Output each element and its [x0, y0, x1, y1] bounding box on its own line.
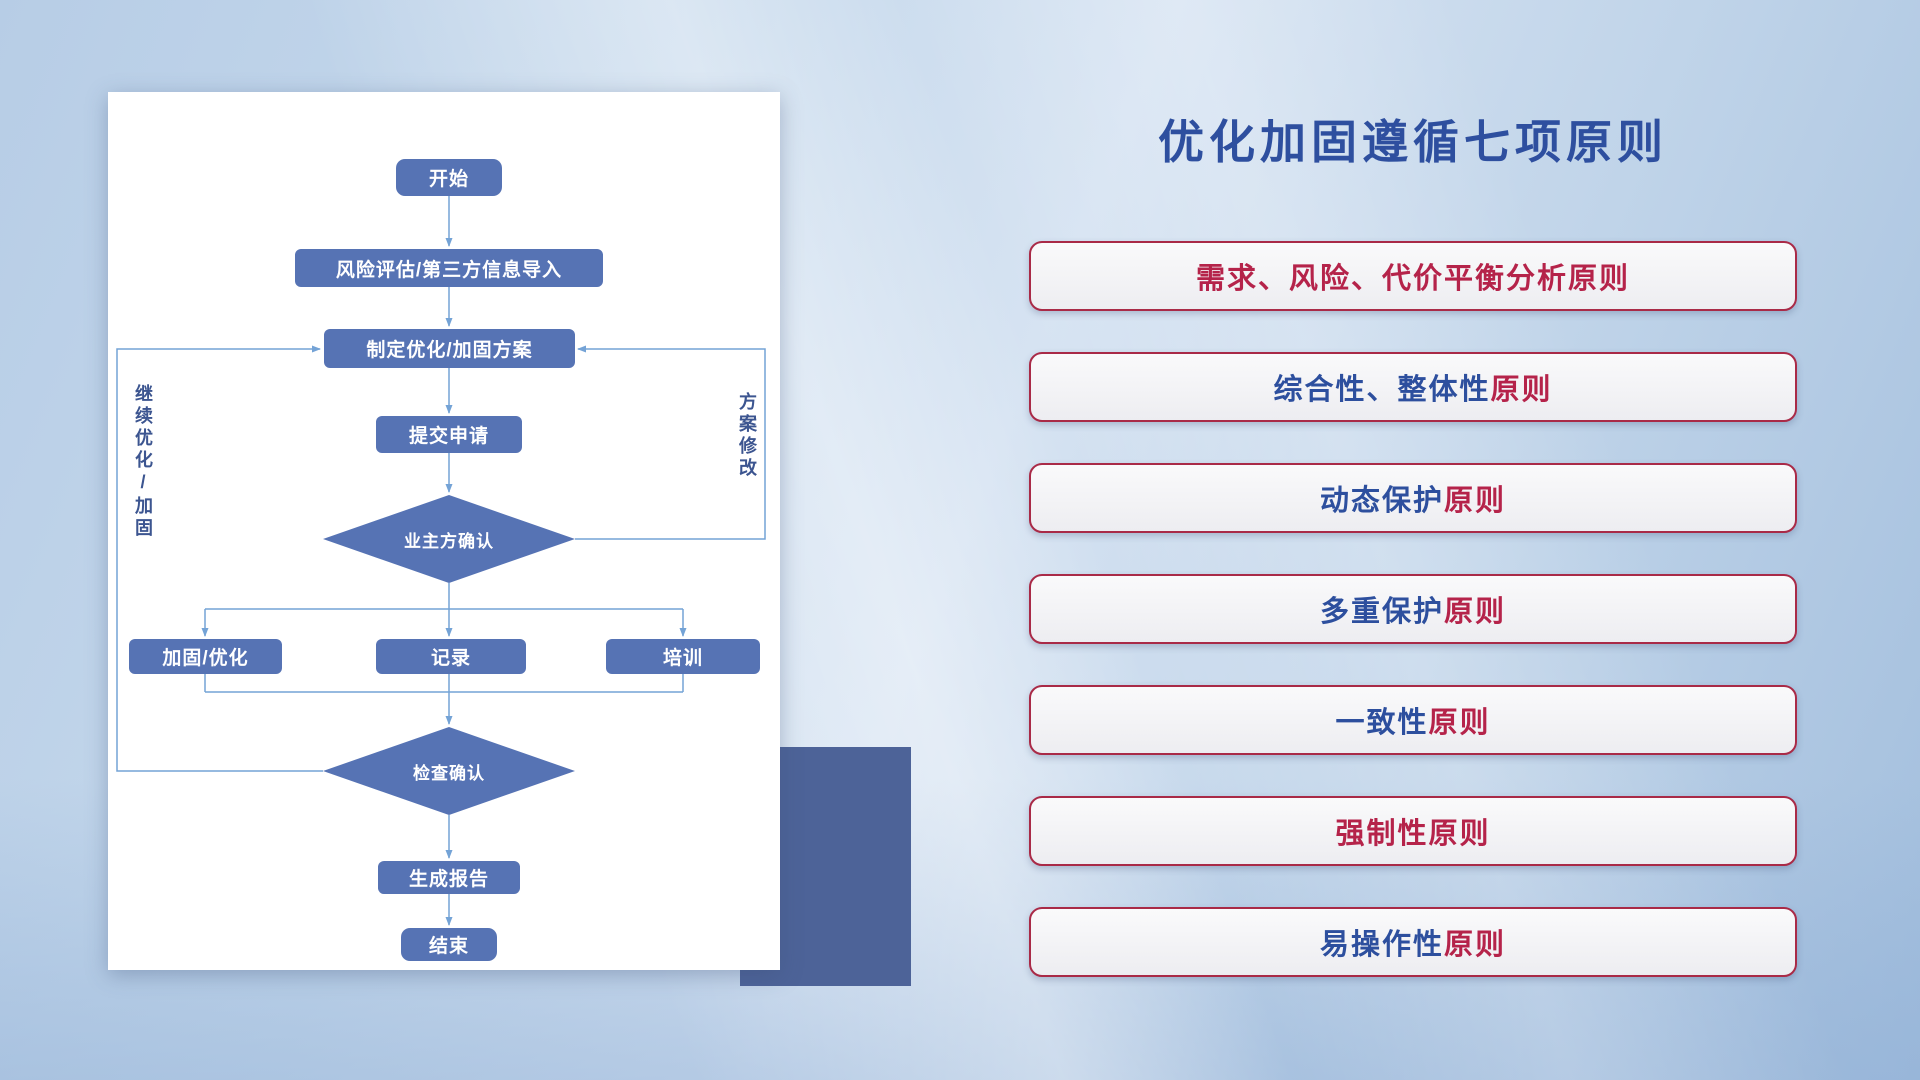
principle-text-red: 原则: [1428, 707, 1491, 739]
flow-node-risk-import: 风险评估/第三方信息导入: [295, 249, 603, 287]
loop-label-plan-revise: 方案修改: [737, 392, 757, 480]
flow-node-submit: 提交申请: [376, 416, 522, 453]
principle-text-blue: 一致性: [1335, 707, 1429, 739]
principle-text-blue: 综合性、整体性: [1273, 374, 1491, 406]
principle-box-6: 强制性原则: [1029, 796, 1797, 866]
principle-text-red: 原则: [1444, 485, 1507, 517]
principle-text-red: 强制性原则: [1335, 818, 1491, 850]
principle-text-red: 需求、风险、代价平衡分析原则: [1195, 263, 1630, 295]
flowchart-card: 开始 风险评估/第三方信息导入 制定优化/加固方案 提交申请 业主方确认 加固/…: [108, 92, 780, 970]
principle-box-2: 综合性、整体性原则: [1029, 352, 1797, 422]
flow-node-check-confirm-label: 检查确认: [413, 763, 485, 783]
principle-text-red: 原则: [1444, 596, 1507, 628]
principle-text-blue: 动态保护: [1319, 485, 1444, 517]
flow-connectors: [116, 193, 766, 926]
principle-box-7: 易操作性原则: [1029, 907, 1797, 977]
principles-list: 需求、风险、代价平衡分析原则 综合性、整体性原则 动态保护原则 多重保护原则 一…: [1029, 241, 1797, 977]
decision-owner-confirm: [323, 495, 575, 583]
page-title: 优化加固遵循七项原则: [1158, 116, 1668, 168]
principle-box-1: 需求、风险、代价平衡分析原则: [1029, 241, 1797, 311]
flow-node-owner-confirm-label: 业主方确认: [404, 531, 494, 551]
principle-box-5: 一致性原则: [1029, 685, 1797, 755]
principle-box-4: 多重保护原则: [1029, 574, 1797, 644]
decision-check-confirm: [323, 727, 575, 815]
principle-text-red: 原则: [1490, 374, 1553, 406]
flow-node-start: 开始: [396, 159, 502, 196]
principle-text-blue: 易操作性: [1319, 929, 1444, 961]
flow-node-report: 生成报告: [378, 861, 520, 894]
flow-node-reinforce: 加固/优化: [129, 639, 282, 674]
principle-box-3: 动态保护原则: [1029, 463, 1797, 533]
flow-node-make-plan: 制定优化/加固方案: [324, 329, 575, 368]
loop-plan-revise: [575, 345, 766, 540]
flow-node-end: 结束: [401, 928, 497, 961]
loop-continue-optimize: [116, 345, 323, 772]
flow-node-record: 记录: [376, 639, 526, 674]
flow-node-training: 培训: [606, 639, 760, 674]
principle-text-red: 原则: [1444, 929, 1507, 961]
loop-label-continue-optimize: 继续优化/加固: [133, 384, 153, 540]
principle-text-blue: 多重保护: [1319, 596, 1444, 628]
